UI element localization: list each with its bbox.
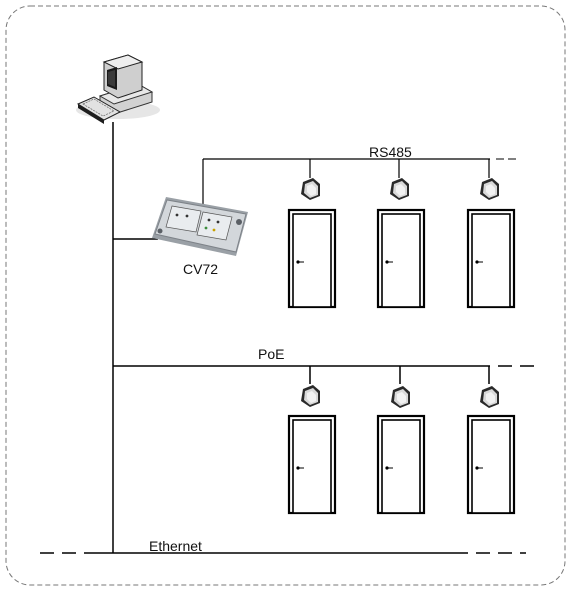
poe-drop-lines: [309, 366, 490, 384]
rs485-door-icons: [287, 208, 516, 309]
door-icon: [287, 414, 337, 515]
card-reader-icon: [301, 385, 320, 407]
poe-reader-icons: [301, 385, 499, 408]
controller-label: CV72: [183, 261, 219, 277]
door-icon: [287, 208, 337, 309]
card-reader-icon: [391, 386, 410, 408]
card-reader-icon: [480, 178, 499, 200]
rs485-label: RS485: [369, 144, 412, 160]
diagram-frame: [5, 5, 566, 586]
card-reader-icon: [390, 178, 409, 200]
ethernet-label: Ethernet: [149, 538, 202, 554]
rs485-bus-line: [202, 158, 516, 207]
poe-door-icons: [287, 414, 516, 515]
computer-workstation-icon: [76, 54, 160, 124]
door-icon: [376, 414, 426, 515]
door-icon: [466, 208, 516, 309]
poe-label: PoE: [258, 346, 285, 362]
rs485-drop-lines: [309, 159, 490, 178]
rs485-reader-icons: [301, 178, 499, 200]
door-icon: [376, 208, 426, 309]
cv72-controller-icon: [152, 197, 248, 256]
card-reader-icon: [480, 386, 499, 408]
door-icon: [466, 414, 516, 515]
card-reader-icon: [301, 178, 320, 200]
